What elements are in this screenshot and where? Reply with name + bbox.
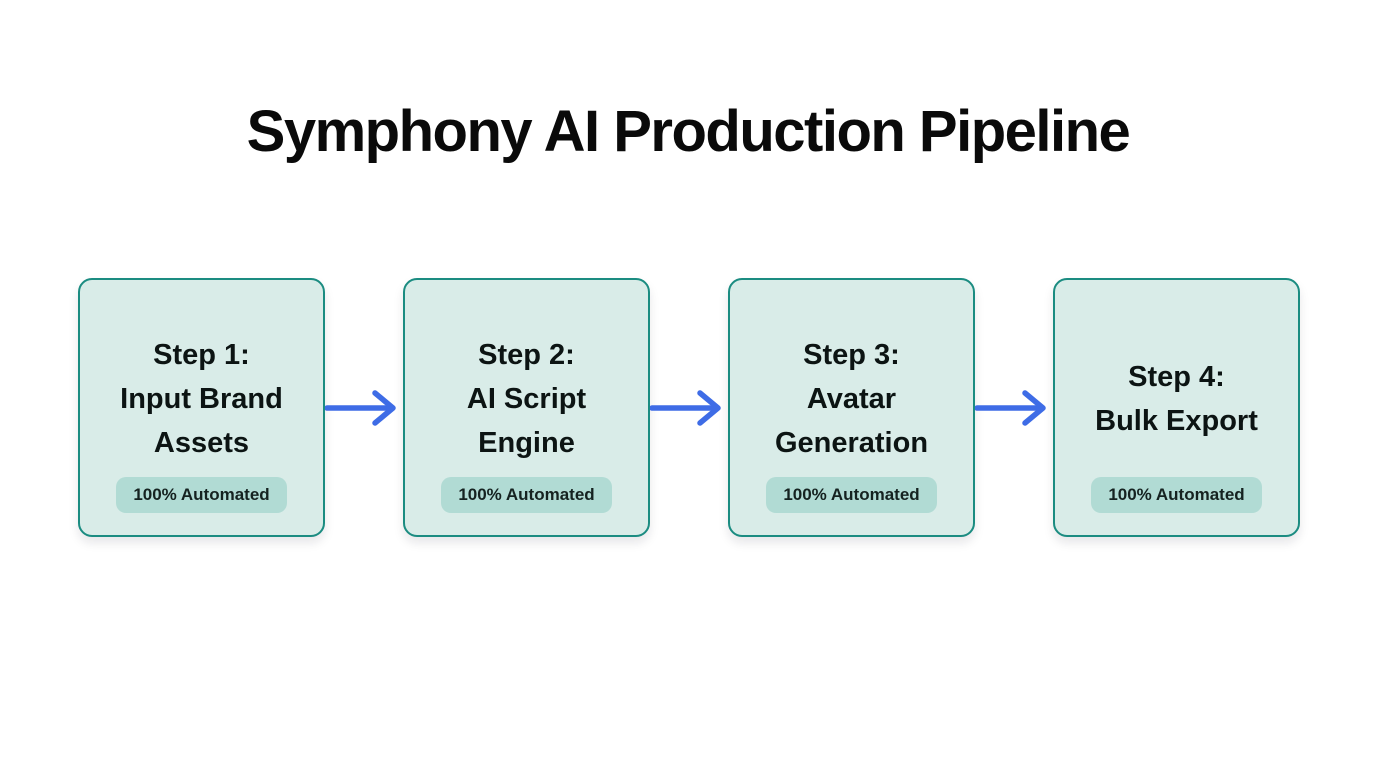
step-4-automation-badge: 100% Automated — [1091, 477, 1262, 513]
step-2-line-2: AI Script — [466, 382, 587, 415]
step-box-3: Step 3: Avatar Generation 100% Automated — [728, 278, 975, 537]
step-box-4: Step 4: Bulk Export 100% Automated — [1053, 278, 1300, 537]
right-arrow-icon — [650, 389, 721, 426]
step-2-title: Step 2: AI Script Engine — [467, 333, 586, 465]
step-title-wrap: Step 2: AI Script Engine — [467, 280, 586, 477]
step-3-line-1: Step 3: — [803, 338, 900, 371]
step-4-line-1: Step 4: — [1128, 360, 1225, 393]
step-3-automation-badge: 100% Automated — [766, 477, 937, 513]
connector-1 — [325, 278, 403, 537]
connector-3 — [975, 278, 1053, 537]
page-title: Symphony AI Production Pipeline — [246, 99, 1131, 164]
step-box-1: Step 1: Input Brand Assets 100% Automate… — [78, 278, 325, 537]
step-2-line-1: Step 2: — [478, 338, 575, 371]
step-3-line-3: Generation — [774, 426, 929, 459]
step-title-wrap: Step 4: Bulk Export — [1095, 280, 1258, 477]
step-box-2: Step 2: AI Script Engine 100% Automated — [403, 278, 650, 537]
pipeline-flow: Step 1: Input Brand Assets 100% Automate… — [78, 278, 1300, 537]
step-3-line-2: Avatar — [806, 382, 897, 415]
step-3-title: Step 3: Avatar Generation — [775, 333, 928, 465]
right-arrow-icon — [975, 389, 1046, 426]
step-1-line-2: Input Brand — [120, 382, 283, 415]
step-title-wrap: Step 1: Input Brand Assets — [120, 280, 283, 477]
step-1-automation-badge: 100% Automated — [116, 477, 287, 513]
connector-2 — [650, 278, 728, 537]
step-4-title: Step 4: Bulk Export — [1095, 355, 1258, 443]
step-2-automation-badge: 100% Automated — [441, 477, 612, 513]
right-arrow-icon — [325, 389, 396, 426]
step-1-title: Step 1: Input Brand Assets — [120, 333, 283, 465]
step-2-line-3: Engine — [478, 426, 575, 459]
step-1-line-1: Step 1: — [153, 338, 250, 371]
step-title-wrap: Step 3: Avatar Generation — [775, 280, 928, 477]
step-1-line-3: Assets — [153, 426, 250, 459]
step-4-line-2: Bulk Export — [1095, 404, 1258, 437]
